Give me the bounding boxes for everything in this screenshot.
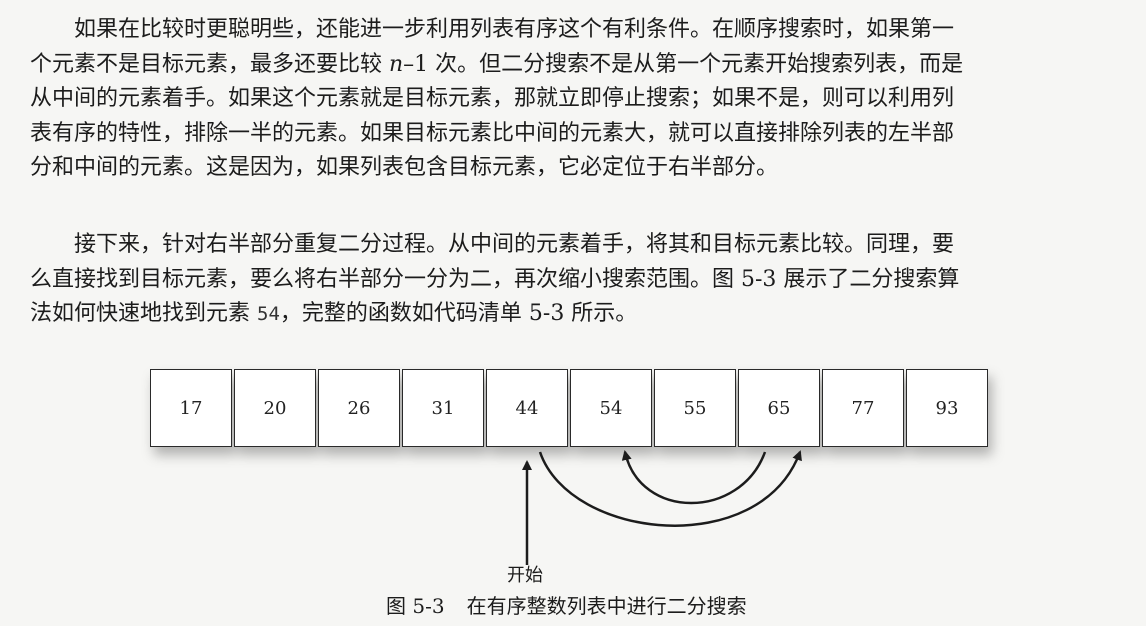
figure-number: 图 5-3 [386,594,445,618]
list-cell: 44 [486,369,568,447]
list-cell: 26 [318,369,400,447]
list-cell: 77 [822,369,904,447]
paragraph-line: 表有序的特性，排除一半的元素。如果目标元素比中间的元素大，就可以直接排除列表的左… [30,120,955,146]
sorted-list: 17 20 26 31 44 54 55 65 77 93 [150,369,990,447]
paragraph-line: 从中间的元素着手。如果这个元素就是目标元素，那就立即停止搜索；如果不是，则可以利… [30,86,955,111]
paragraph-line: 个元素不是目标元素，最多还要比较 n–1 次。但二分搜索不是从第一个元素开始搜索… [30,51,964,77]
paragraph-line: 分和中间的元素。这是因为，如果列表包含目标元素，它必定位于右半部分。 [30,155,779,180]
figure-caption-text: 在有序整数列表中进行二分搜索 [466,594,747,618]
list-cell: 31 [402,369,484,447]
paragraph-1: 如果在比较时更聪明些，还能进一步利用列表有序这个有利条件。在顺序搜索时，如果第一… [30,13,1130,186]
list-cell: 17 [150,369,232,447]
list-cell: 65 [738,369,820,447]
figure-caption: 图 5-3 在有序整数列表中进行二分搜索 [386,590,747,619]
start-label: 开始 [507,565,543,586]
paragraph-line: 法如何快速地找到元素 54，完整的函数如代码清单 5-3 所示。 [30,301,638,326]
inline-code: 54 [257,303,280,325]
list-cell: 93 [906,369,988,447]
paragraph-2: 接下来，针对右半部分重复二分过程。从中间的元素着手，将其和目标元素比较。同理，要… [30,228,1130,332]
paragraph-line: 如果在比较时更聪明些，还能进一步利用列表有序这个有利条件。在顺序搜索时，如果第一 [74,17,955,42]
jump-arrow-to-54 [621,450,767,505]
jump-arrow-to-65 [538,450,802,527]
paragraph-line: 接下来，针对右半部分重复二分过程。从中间的元素着手，将其和目标元素比较。同理，要 [74,232,955,257]
list-cell: 20 [234,369,316,447]
list-cell: 55 [654,369,736,447]
paragraph-line: 么直接找到目标元素，要么将右半部分一分为二，再次缩小搜索范围。图 5-3 展示了… [30,266,960,292]
list-cell: 54 [570,369,652,447]
